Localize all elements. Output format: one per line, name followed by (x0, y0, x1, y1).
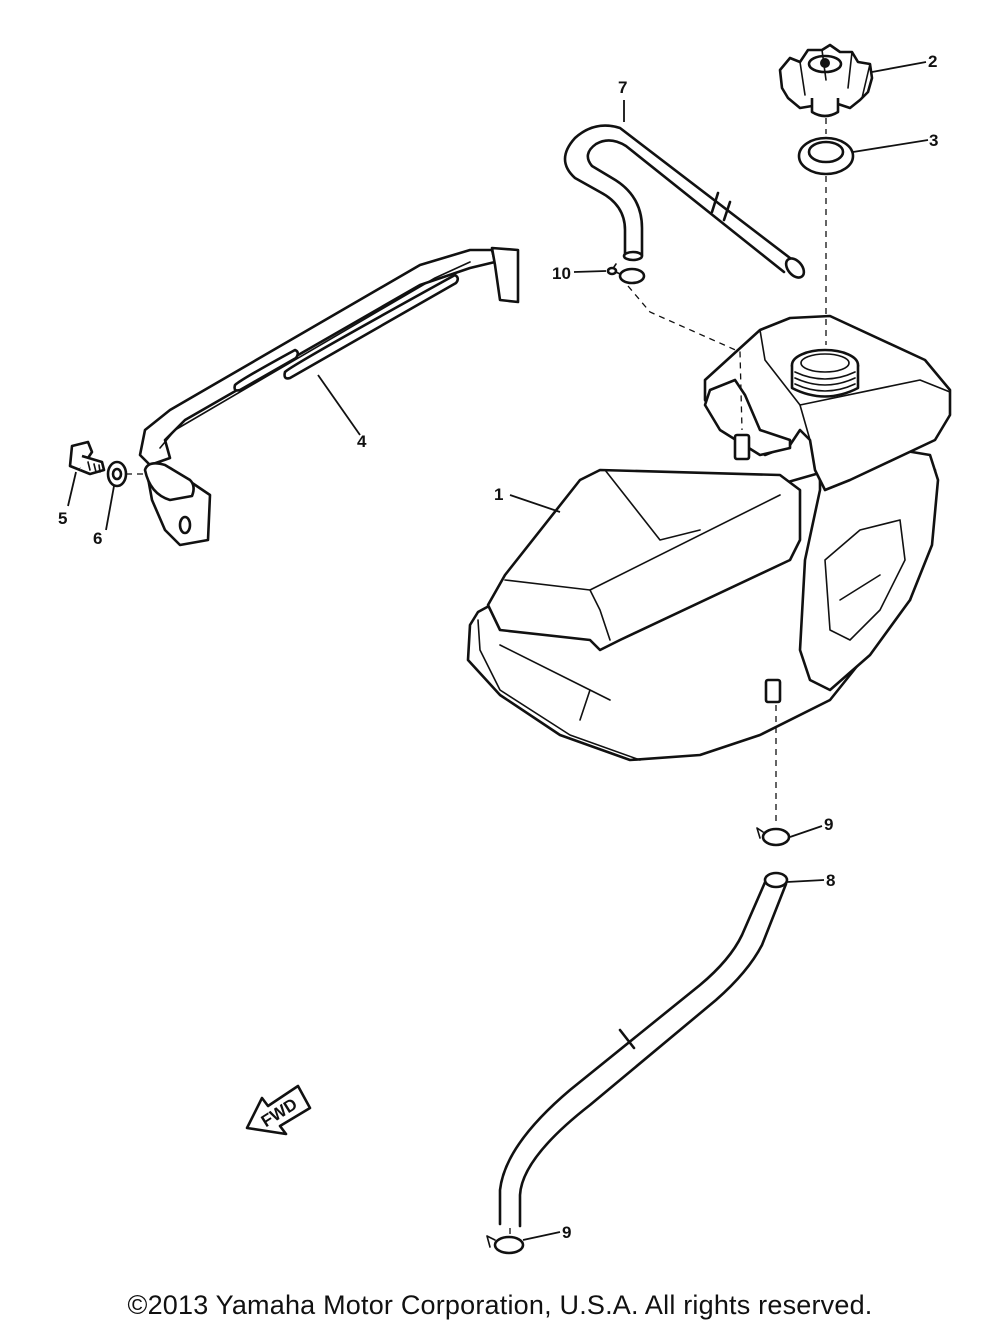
callout-clip-mid: 9 (824, 815, 833, 834)
hose-clip-lower (486, 1235, 525, 1255)
callout-numbers: 1 2 3 4 5 6 7 8 9 9 10 (58, 52, 938, 1242)
callout-bolt: 5 (58, 509, 67, 528)
fuel-tank (466, 314, 952, 762)
fuel-hose (498, 871, 789, 1228)
washer (106, 460, 128, 488)
assembly-lines (126, 118, 827, 1236)
tank-bracket (138, 246, 520, 547)
callout-bracket: 4 (357, 432, 367, 451)
callout-breather-hose: 7 (618, 78, 627, 97)
leader-lines (67, 61, 929, 1241)
callout-clip-lower: 9 (562, 1223, 571, 1242)
callout-fuel-hose: 8 (826, 871, 835, 890)
callout-gasket: 3 (929, 131, 938, 150)
callout-tank: 1 (494, 485, 503, 504)
fuel-cap (778, 43, 874, 118)
hose-clip-mid (756, 827, 791, 847)
filler-neck (790, 348, 860, 398)
cap-gasket (797, 136, 855, 176)
hose-clip-upper (606, 263, 646, 285)
callout-washer: 6 (93, 529, 102, 548)
callout-cap: 2 (928, 52, 937, 71)
bolt (68, 440, 106, 476)
fwd-arrow-marker: FWD (245, 1084, 312, 1136)
callout-clip-upper: 10 (552, 264, 571, 283)
copyright-notice: ©2013 Yamaha Motor Corporation, U.S.A. A… (127, 1290, 873, 1320)
breather-hose (563, 124, 806, 279)
